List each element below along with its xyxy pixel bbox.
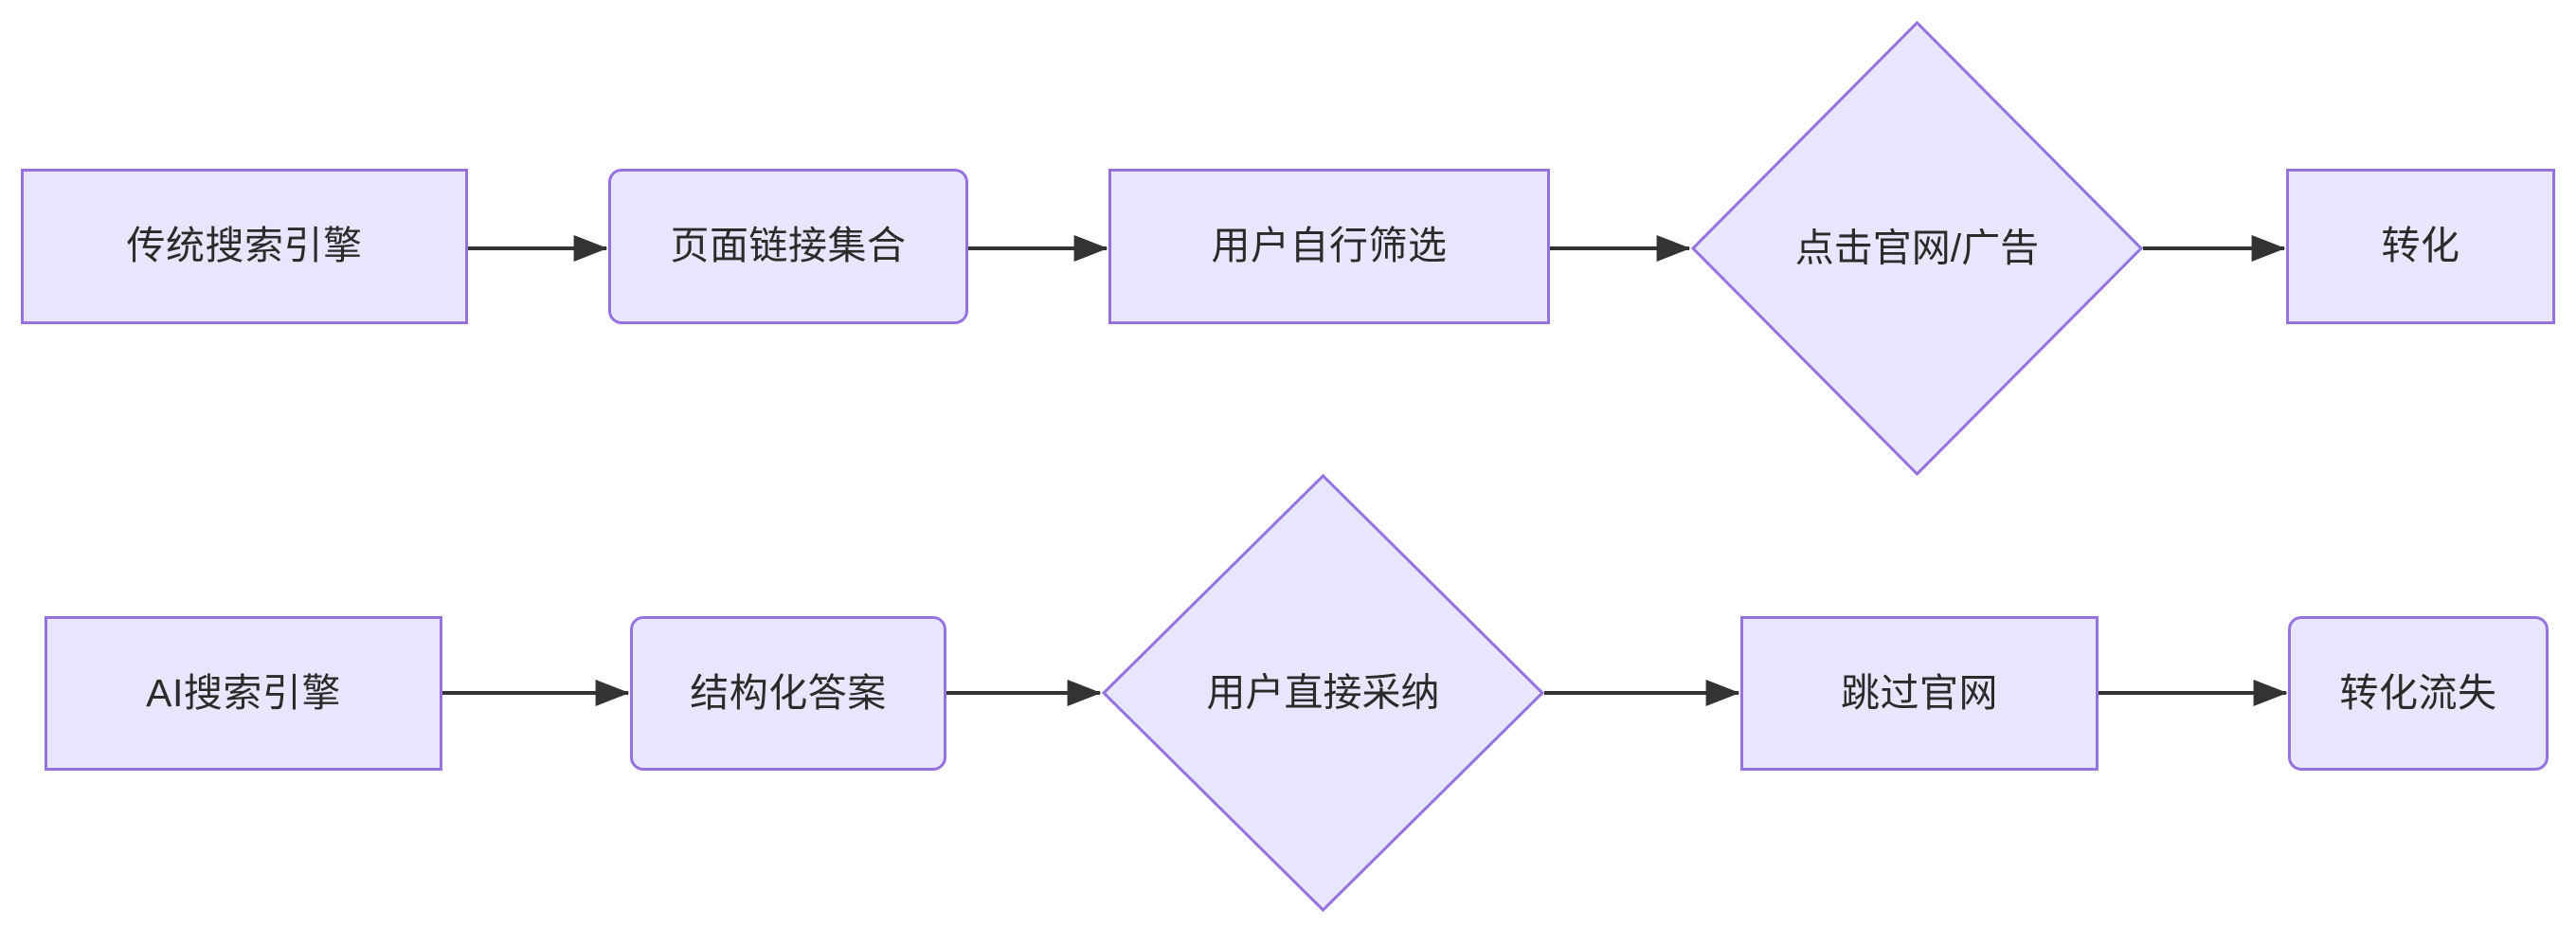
node-label-skip-official-site: 跳过官网: [1841, 670, 1998, 715]
node-label-user-manual-filter: 用户自行筛选: [1211, 224, 1448, 268]
edge-ai-search-engine-to-structured-answer[interactable]: [442, 680, 628, 706]
node-label-structured-answer: 结构化答案: [690, 670, 887, 715]
node-click-site-or-ad[interactable]: 点击官网/广告: [1691, 21, 2143, 476]
node-label-conversion: 转化: [2381, 224, 2460, 268]
edge-skip-official-site-to-conversion-loss[interactable]: [2099, 680, 2286, 706]
diamond-shape: [1691, 21, 2143, 476]
diamond-shape: [1102, 474, 1544, 912]
node-label-page-link-collection: 页面链接集合: [670, 224, 907, 268]
node-conversion[interactable]: 转化: [2286, 169, 2555, 324]
edge-user-direct-adopt-to-skip-official-site[interactable]: [1544, 680, 1738, 706]
node-label-traditional-search-engine: 传统搜索引擎: [126, 224, 363, 268]
edge-page-link-collection-to-user-manual-filter[interactable]: [968, 235, 1107, 262]
edge-user-manual-filter-to-click-site-or-ad[interactable]: [1550, 235, 1689, 262]
node-structured-answer[interactable]: 结构化答案: [630, 616, 946, 771]
node-label-ai-search-engine: AI搜索引擎: [146, 670, 341, 715]
node-conversion-loss[interactable]: 转化流失: [2288, 616, 2549, 771]
edge-structured-answer-to-user-direct-adopt[interactable]: [946, 680, 1100, 706]
node-traditional-search-engine[interactable]: 传统搜索引擎: [21, 169, 468, 324]
node-ai-search-engine[interactable]: AI搜索引擎: [45, 616, 442, 771]
edge-click-site-or-ad-to-conversion[interactable]: [2143, 235, 2284, 262]
node-skip-official-site[interactable]: 跳过官网: [1740, 616, 2099, 771]
node-user-direct-adopt[interactable]: 用户直接采纳: [1102, 474, 1544, 912]
edge-traditional-search-engine-to-page-link-collection[interactable]: [468, 235, 606, 262]
node-label-conversion-loss: 转化流失: [2339, 670, 2497, 715]
node-user-manual-filter[interactable]: 用户自行筛选: [1108, 169, 1550, 324]
node-page-link-collection[interactable]: 页面链接集合: [608, 169, 968, 324]
